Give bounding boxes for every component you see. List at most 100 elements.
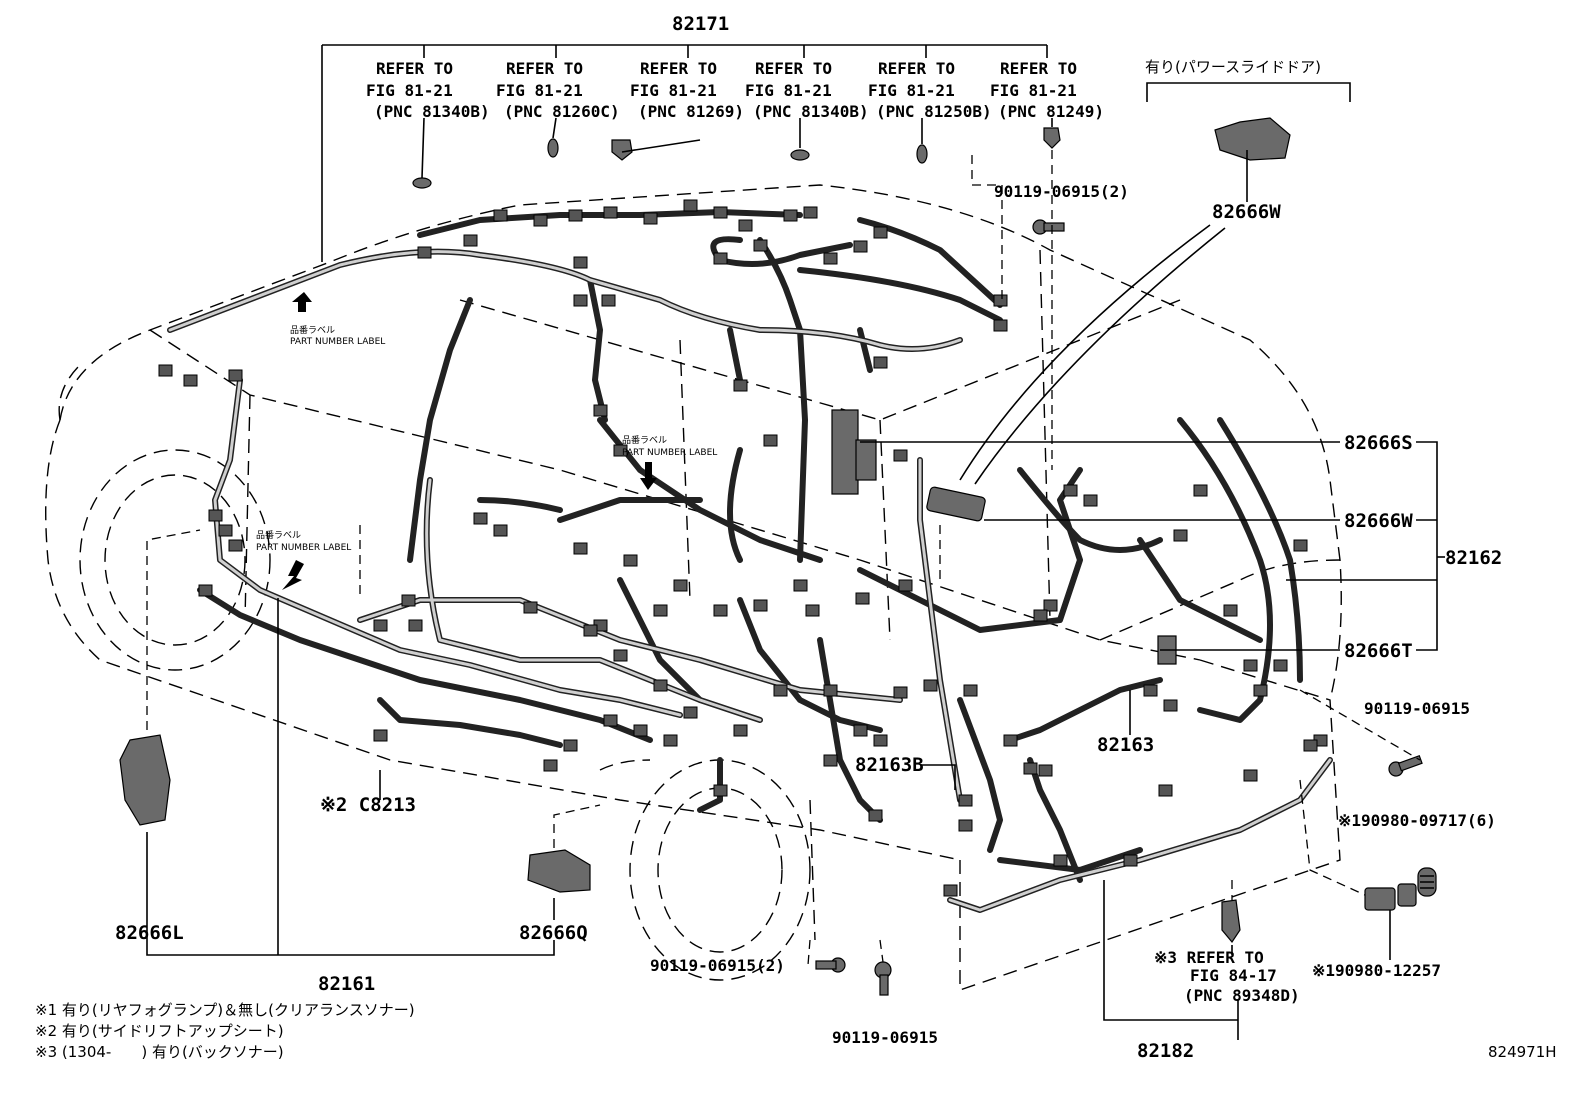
connector-icon — [1253, 684, 1268, 697]
connector-icon — [855, 592, 870, 605]
label-tag-en: PART NUMBER LABEL — [290, 337, 385, 347]
connector-icon — [683, 199, 698, 212]
connector-icon — [373, 619, 388, 632]
connector-icon — [958, 794, 973, 807]
connector-icon — [1053, 854, 1068, 867]
part-82666L-bracket — [119, 734, 171, 826]
refer-to-6-line3: (PNC 81249) — [998, 102, 1104, 121]
connector-icon — [1243, 659, 1258, 672]
connector-icon — [733, 379, 748, 392]
connector-icon — [873, 356, 888, 369]
part-number-82666T: 82666T — [1344, 640, 1413, 662]
connector-icon — [1083, 494, 1098, 507]
connector-icon — [713, 252, 728, 265]
clip-label-1: ※190980-12257 — [1312, 961, 1441, 980]
connector-icon — [793, 579, 808, 592]
connector-icon — [868, 809, 883, 822]
refer-to-4-line1: REFER TO — [755, 59, 832, 78]
clip-190980-12257 — [1364, 883, 1417, 911]
connector-icon — [533, 214, 548, 227]
part-82666W-module — [926, 486, 986, 522]
connector-icon — [1243, 769, 1258, 782]
refer-to-5-line3: (PNC 81250B) — [876, 102, 992, 121]
leader-lines — [146, 44, 1445, 1040]
connector-icon — [573, 256, 588, 269]
label-tag-en: PART NUMBER LABEL — [622, 448, 717, 458]
connector-icon — [493, 209, 508, 222]
connector-icon — [1143, 684, 1158, 697]
part-number-82666W-top: 82666W — [1212, 201, 1281, 223]
connector-icon — [573, 542, 588, 555]
connector-icon — [601, 294, 616, 307]
part-82666S-module — [831, 409, 877, 495]
part-number-82666S: 82666S — [1344, 432, 1413, 454]
connector-icon — [208, 509, 223, 522]
connector-icon — [853, 240, 868, 253]
refer-to-1-line3: (PNC 81340B) — [374, 102, 490, 121]
connector-icon — [183, 374, 198, 387]
connector-icon — [898, 579, 913, 592]
connector-icon — [373, 729, 388, 742]
refer-to-1-line2: FIG 81-21 — [366, 81, 453, 100]
connector-icon — [823, 252, 838, 265]
bolt-icon-right — [1388, 754, 1423, 777]
rear-harness — [857, 417, 1333, 913]
connector-icon — [1158, 784, 1173, 797]
part-82666W-top — [1214, 117, 1291, 161]
connector-icon — [1003, 734, 1018, 747]
connector-icon — [713, 784, 728, 797]
refer-to-3-line1: REFER TO — [640, 59, 717, 78]
connector-icon — [823, 754, 838, 767]
connector-icon — [873, 734, 888, 747]
connector-icon — [753, 599, 768, 612]
bolt-icon-bottom-left — [815, 957, 846, 973]
connector-icon — [673, 579, 688, 592]
connector-icon — [1038, 764, 1053, 777]
connector-icon — [603, 206, 618, 219]
label-arrow-roof — [292, 292, 312, 312]
connector-icon — [753, 239, 768, 252]
part-number-82666W: 82666W — [1344, 510, 1413, 532]
label-tag-en: PART NUMBER LABEL — [256, 543, 351, 553]
connector-icon — [198, 584, 213, 597]
connector-icon — [1303, 739, 1318, 752]
bolt-icon-bottom — [874, 961, 892, 996]
connector-icon — [228, 539, 243, 552]
vehicle-body-outline — [45, 184, 1342, 991]
refer-84-17-line2: FIG 84-17 — [1190, 966, 1277, 985]
connector-icon — [663, 734, 678, 747]
connector-icon — [783, 209, 798, 222]
connector-icon — [1023, 762, 1038, 775]
connector-icon — [1043, 599, 1058, 612]
connector-icon — [1193, 484, 1208, 497]
connector-icon — [1273, 659, 1288, 672]
connector-icon — [683, 706, 698, 719]
label-tag-jp: 品番ラベル — [290, 324, 335, 336]
part-number-C8213: ※2 C8213 — [320, 794, 416, 816]
label-arrow-floor — [282, 560, 304, 590]
connector-icon — [993, 294, 1008, 307]
part-number-82666L: 82666L — [115, 922, 184, 944]
footnote-1: ※1 有り(リヤフォグランプ)＆無し(クリアランスソナー) — [35, 1001, 415, 1019]
refer-to-group: REFER TO FIG 81-21 (PNC 81340B) REFER TO FIG… — [366, 59, 1104, 121]
connector-icon — [1123, 854, 1138, 867]
connectors — [158, 199, 1328, 897]
refer-to-6-line1: REFER TO — [1000, 59, 1077, 78]
connector-icon — [1163, 699, 1178, 712]
refer-to-1-line1: REFER TO — [376, 59, 453, 78]
connector-icon — [653, 679, 668, 692]
connector-icon — [1223, 604, 1238, 617]
pillar-harness — [407, 297, 823, 563]
connector-icon — [923, 679, 938, 692]
refer-84-17-line1: ※3 REFER TO — [1154, 948, 1264, 967]
connector-icon — [823, 684, 838, 697]
connector-icon — [993, 319, 1008, 332]
part-number-82163B: 82163B — [855, 754, 924, 776]
connector-icon — [805, 604, 820, 617]
connector-icon — [873, 226, 888, 239]
refer-to-2-line2: FIG 81-21 — [496, 81, 583, 100]
label-tag-jp: 品番ラベル — [256, 529, 301, 541]
connector-icon — [463, 234, 478, 247]
connector-icon — [573, 294, 588, 307]
bolt-label-bottom-left: 90119-06915(2) — [650, 956, 785, 975]
